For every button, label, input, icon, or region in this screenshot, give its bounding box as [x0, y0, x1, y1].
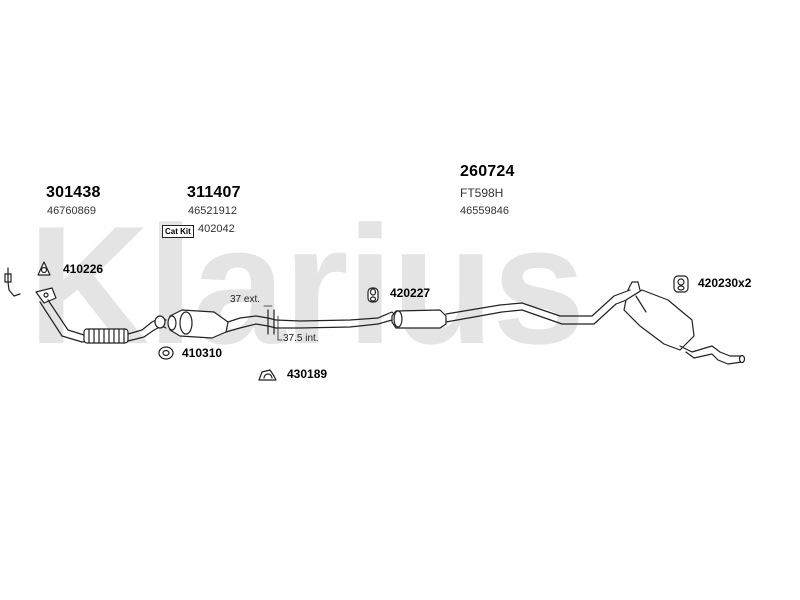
ring-gasket-code: 410310	[182, 346, 223, 360]
gasket-triangle-icon	[37, 261, 51, 276]
rear-section-ref: FT598H	[460, 186, 504, 200]
catalyst-code: 311407	[187, 184, 241, 201]
mount-rear-code: 420230x2	[698, 276, 752, 290]
catalyst-oe-number: 46521912	[188, 205, 237, 217]
mount-mid-code: 420227	[390, 286, 431, 300]
dimension-internal: 37.5 int.	[283, 333, 319, 344]
rear-silencer	[623, 281, 746, 365]
front-pipe-oe-number: 46760869	[47, 205, 96, 217]
catkit-code: 402042	[198, 223, 235, 235]
rear-pipe	[445, 289, 633, 325]
rubber-mount-rear-icon	[673, 275, 689, 293]
ring-gasket-icon	[158, 346, 174, 360]
rear-section-code: 260724	[460, 163, 515, 180]
dimension-external: 37 ext.	[230, 294, 261, 305]
clamp-code: 430189	[287, 367, 328, 381]
front-flange	[35, 287, 57, 304]
lambda-sensor	[4, 267, 21, 297]
catkit-badge: Cat Kit	[162, 225, 194, 238]
middle-silencer	[377, 309, 447, 329]
gasket-front-code: 410226	[63, 262, 104, 276]
dimension-lines	[263, 305, 283, 341]
rubber-mount-icon	[367, 287, 379, 303]
front-pipe-code: 301438	[46, 184, 101, 201]
rear-section-oe-number: 46559846	[460, 205, 509, 217]
mid-pipe	[255, 309, 379, 335]
catalytic-converter	[167, 309, 257, 339]
flexible-section	[83, 328, 129, 344]
pipe-to-catalyst	[127, 315, 167, 342]
clamp-icon	[258, 369, 277, 381]
